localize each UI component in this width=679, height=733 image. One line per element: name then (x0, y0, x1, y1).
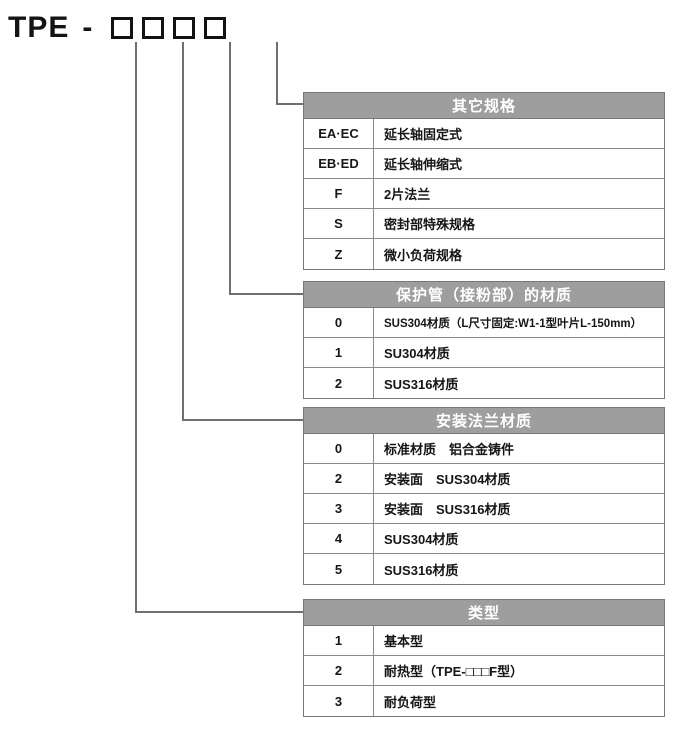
code-box-2[interactable] (173, 17, 196, 39)
table-mounting-flange-material: 安装法兰材质 0 标准材质 铝合金铸件 2 安装面 SUS304材质 3 安装面… (303, 407, 665, 585)
table-row: 1 基本型 (304, 626, 664, 656)
table-row: EA·EC 延长轴固定式 (304, 119, 664, 149)
row-description: SUS316材质 (384, 562, 459, 578)
row-description: 密封部特殊规格 (384, 217, 476, 232)
table-row: 5 SUS316材质 (304, 554, 664, 584)
table-row: 2 安装面 SUS304材质 (304, 464, 664, 494)
row-code: F (304, 179, 374, 208)
row-code: EA·EC (304, 119, 374, 148)
table-row: 3 耐负荷型 (304, 686, 664, 716)
row-code: Z (304, 239, 374, 269)
table-row: F 2片法兰 (304, 179, 664, 209)
code-box-1[interactable] (204, 17, 227, 39)
row-code: EB·ED (304, 149, 374, 178)
table-other-specs: 其它规格 EA·EC 延长轴固定式 EB·ED 延长轴伸缩式 F 2片法兰 S … (303, 92, 665, 270)
table-row: 0 SUS304材质（L尺寸固定:W1-1型叶片L-150mm） (304, 308, 664, 338)
row-code: 3 (304, 686, 374, 716)
connector-vertical-box1 (135, 42, 137, 613)
row-code: 1 (304, 626, 374, 655)
table-header-other-specs: 其它规格 (304, 93, 664, 119)
model-separator: - (82, 11, 93, 44)
row-description: SUS316材质 (384, 376, 459, 392)
connector-vertical-box3 (229, 42, 231, 295)
row-code: 3 (304, 494, 374, 523)
model-code-line: TPE - (8, 8, 227, 48)
row-description: 2片法兰 (384, 187, 431, 202)
row-code: 5 (304, 554, 374, 584)
table-row: Z 微小负荷规格 (304, 239, 664, 269)
table-row: 4 SUS304材质 (304, 524, 664, 554)
table-protection-tube-material: 保护管（接粉部）的材质 0 SUS304材质（L尺寸固定:W1-1型叶片L-15… (303, 281, 665, 399)
row-description: 基本型 (384, 634, 424, 649)
table-row: 3 安装面 SUS316材质 (304, 494, 664, 524)
row-description: 微小负荷规格 (384, 247, 463, 263)
connector-horizontal-box3 (229, 293, 311, 295)
row-code: 2 (304, 656, 374, 685)
row-description: SUS304材质 (384, 532, 459, 547)
connector-vertical-box2 (182, 42, 184, 421)
table-row: S 密封部特殊规格 (304, 209, 664, 239)
row-code: S (304, 209, 374, 238)
row-description: 标准材质 铝合金铸件 (384, 442, 515, 457)
connector-vertical-box4 (276, 42, 278, 104)
row-description: SUS304材质（L尺寸固定:W1-1型叶片L-150mm） (384, 317, 643, 330)
row-description: 耐负荷型 (384, 694, 437, 710)
table-header-mounting-flange-material: 安装法兰材质 (304, 408, 664, 434)
connector-horizontal-box1 (135, 611, 311, 613)
model-prefix: TPE (8, 11, 70, 44)
row-description: 安装面 SUS304材质 (384, 472, 511, 487)
connector-horizontal-box4 (276, 103, 311, 105)
code-box-3[interactable] (142, 17, 165, 39)
code-box-4[interactable] (111, 17, 134, 39)
table-row: 0 标准材质 铝合金铸件 (304, 434, 664, 464)
row-description: 耐热型（TPE-□□□F型） (384, 664, 524, 679)
table-header-protection-tube-material: 保护管（接粉部）的材质 (304, 282, 664, 308)
row-code: 2 (304, 368, 374, 398)
row-code: 0 (304, 434, 374, 463)
connector-horizontal-box2 (182, 419, 311, 421)
row-code: 4 (304, 524, 374, 553)
row-code: 0 (304, 308, 374, 337)
table-type: 类型 1 基本型 2 耐热型（TPE-□□□F型） 3 耐负荷型 (303, 599, 665, 717)
row-code: 1 (304, 338, 374, 367)
row-code: 2 (304, 464, 374, 493)
table-header-type: 类型 (304, 600, 664, 626)
table-row: EB·ED 延长轴伸缩式 (304, 149, 664, 179)
table-row: 2 SUS316材质 (304, 368, 664, 398)
row-description: 安装面 SUS316材质 (384, 502, 511, 517)
row-description: 延长轴伸缩式 (384, 157, 463, 172)
row-description: 延长轴固定式 (384, 127, 463, 142)
table-row: 2 耐热型（TPE-□□□F型） (304, 656, 664, 686)
model-code-boxes (98, 17, 227, 39)
table-row: 1 SU304材质 (304, 338, 664, 368)
row-description: SU304材质 (384, 346, 450, 361)
